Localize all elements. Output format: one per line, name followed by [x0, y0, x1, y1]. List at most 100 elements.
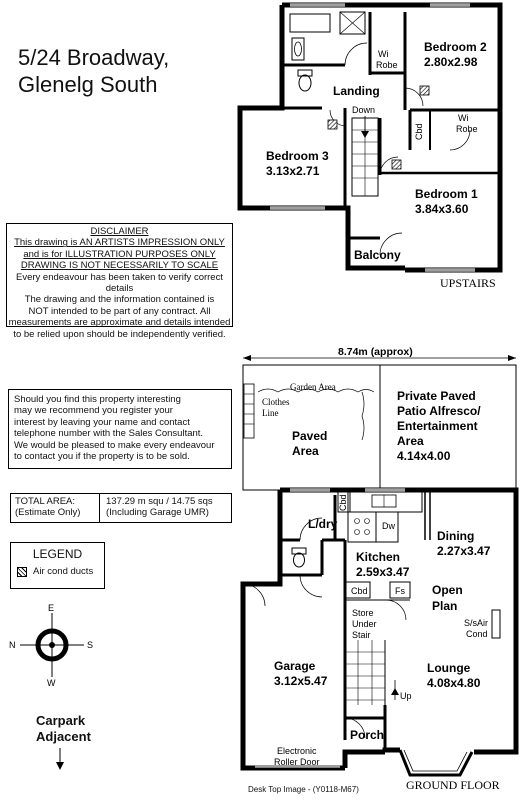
robe-label-2: Robe: [456, 124, 478, 134]
total-area-box: TOTAL AREA: (Estimate Only) 137.29 m squ…: [10, 493, 232, 523]
store-label-2: Under: [352, 619, 377, 629]
dining-size: 2.27x3.47: [437, 544, 491, 558]
split-air-label-1: S/sAir: [464, 618, 488, 628]
ground-floor-plan: [240, 364, 519, 777]
fridge-space-label: Fs: [395, 586, 405, 596]
total-area-label: TOTAL AREA: (Estimate Only): [11, 494, 100, 522]
dining-label: Dining: [437, 529, 474, 543]
store-label-1: Store: [352, 608, 374, 618]
robe-wi-label-2: Wi: [458, 113, 469, 123]
air-cond-duct-icon: [419, 85, 430, 96]
balcony-label: Balcony: [354, 248, 401, 262]
carpark-arrow-icon: [56, 748, 64, 770]
lounge-label: Lounge: [427, 661, 471, 675]
laundry-label: L/dry: [308, 517, 338, 531]
garage-size: 3.12x5.47: [274, 674, 328, 688]
air-cond-duct-icon: [327, 119, 338, 130]
stairs-up-arrow-icon: [391, 688, 399, 695]
stairs-down-label: Down: [352, 105, 375, 115]
carpark-line-1: Carpark: [36, 713, 86, 728]
bedroom-2-label: Bedroom 2: [424, 40, 487, 54]
address-title: 5/24 Broadway, Glenelg South: [18, 44, 169, 98]
patio-label-2: Patio Alfresco/: [397, 404, 481, 418]
interest-line: to contact you if the property is to be …: [14, 451, 190, 463]
laundry-cupboard-label: Cbd: [338, 494, 348, 511]
upstairs-floor-label: UPSTAIRS: [440, 276, 496, 290]
open-plan-label-1: Open: [432, 583, 463, 597]
interest-line: may we recommend you register your: [14, 405, 173, 417]
robe-label: Robe: [376, 60, 398, 70]
disclaimer-line: NOT intended to be part of any contract.…: [28, 305, 211, 317]
landing-label: Landing: [333, 84, 380, 98]
interest-line: telephone number with the Sales Consulta…: [14, 428, 204, 440]
lounge-size: 4.08x4.80: [427, 676, 481, 690]
bedroom-2-size: 2.80x2.98: [424, 55, 478, 69]
bedroom-1-label: Bedroom 1: [415, 187, 478, 201]
legend-title: LEGEND: [32, 547, 83, 561]
kitchen-size: 2.59x3.47: [356, 565, 410, 579]
address-line-2: Glenelg South: [18, 72, 158, 97]
patio-label-3: Entertainment: [397, 419, 478, 433]
total-area-value: 137.29 m squ / 14.75 sqs (Including Gara…: [100, 494, 219, 522]
compass-e-label: E: [48, 603, 54, 613]
porch-label: Porch: [350, 728, 384, 742]
interest-line: Should you find this property interestin…: [14, 394, 181, 405]
total-area-label-1: TOTAL AREA:: [15, 496, 76, 507]
address-line-1: 5/24 Broadway,: [18, 45, 170, 70]
dishwasher-label: Dw: [382, 521, 395, 531]
paved-area-label-1: Paved: [292, 429, 327, 443]
stairs-down-arrow-icon: [361, 131, 369, 138]
interest-line: interest by leaving your name and contac…: [14, 416, 190, 428]
robe-wi-label: Wi: [378, 49, 389, 59]
split-air-label-2: Cond: [466, 629, 488, 639]
open-plan-label-2: Plan: [432, 599, 457, 613]
store-label-3: Stair: [352, 630, 371, 640]
disclaimer-line: and is for ILLUSTRATION PURPOSES ONLY: [23, 248, 216, 260]
disclaimer-line: The drawing and the information containe…: [24, 294, 215, 306]
bedroom-3-label: Bedroom 3: [266, 149, 329, 163]
legend-item: Air cond ducts: [17, 566, 104, 577]
disclaimer-line: DRAWING IS NOT NECESSARILY TO SCALE: [20, 260, 219, 272]
legend-item-label: Air cond ducts: [33, 566, 94, 578]
bedroom-3-size: 3.13x2.71: [266, 164, 320, 178]
garage-label: Garage: [274, 659, 316, 673]
kitchen-cupboard-label: Cbd: [351, 586, 368, 596]
total-area-label-2: (Estimate Only): [15, 507, 81, 519]
total-area-value-1: 137.29 m squ / 14.75 sqs: [106, 496, 213, 507]
total-area-value-2: (Including Garage UMR): [106, 507, 209, 519]
dimension-label-bg: [336, 345, 432, 357]
disclaimer-line: measurements are approximate and details…: [8, 317, 231, 329]
roller-door-label-2: Roller Door: [274, 757, 320, 767]
cupboard-label: Cbd: [414, 123, 424, 140]
footer-caption: Desk Top Image - (Y0118-M67): [248, 785, 359, 794]
patio-label-4: Area: [397, 434, 424, 448]
carpark-line-2: Adjacent: [36, 729, 91, 744]
air-cond-duct-swatch-icon: [17, 567, 27, 578]
ground-floor-label: GROUND FLOOR: [406, 778, 500, 792]
compass-s-label: S: [87, 640, 93, 650]
roller-door-label-1: Electronic: [277, 746, 317, 756]
upstairs-plan: [237, 2, 503, 273]
disclaimer-heading: DISCLAIMER: [90, 226, 149, 237]
interest-line: We would be pleased to make every endeav…: [14, 439, 215, 451]
patio-size: 4.14x4.00: [397, 449, 451, 463]
patio-label-1: Private Paved: [397, 389, 476, 403]
kitchen-label: Kitchen: [356, 550, 400, 564]
clothes-line-label-1: Clothes: [262, 397, 290, 407]
interest-note: Should you find this property interestin…: [8, 389, 232, 469]
compass-n-label: N: [9, 640, 16, 650]
paved-area-label-2: Area: [292, 444, 319, 458]
disclaimer-line: to be relied upon should be independentl…: [13, 328, 226, 340]
compass-w-label: W: [47, 678, 56, 688]
stairs-up-label: Up: [400, 691, 412, 701]
width-dimension-label: 8.74m (approx): [338, 346, 413, 358]
clothes-line-label-2: Line: [262, 408, 279, 418]
air-cond-duct-icon: [391, 159, 402, 170]
disclaimer-box: DISCLAIMER This drawing is AN ARTISTS IM…: [6, 223, 233, 340]
bedroom-1-size: 3.84x3.60: [415, 202, 469, 216]
legend-box: LEGEND Air cond ducts: [10, 542, 105, 589]
compass-rose-icon: E N S W: [9, 603, 93, 688]
disclaimer-line: This drawing is AN ARTISTS IMPRESSION ON…: [14, 237, 225, 249]
garden-area-label: Garden Area: [290, 382, 336, 392]
